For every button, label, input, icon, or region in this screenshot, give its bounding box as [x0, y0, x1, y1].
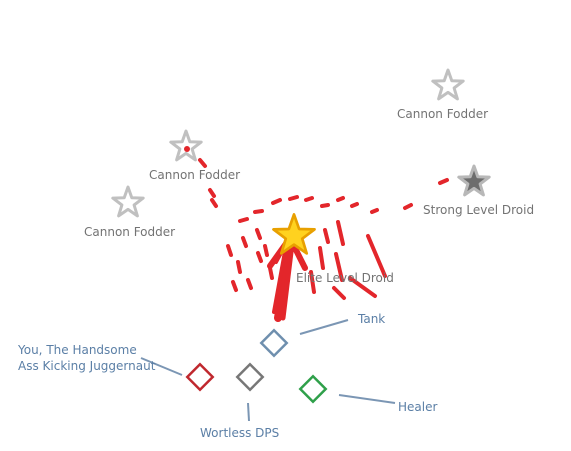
cannon-fodder-label: Cannon Fodder: [84, 225, 176, 239]
cannon-fodder-label: Cannon Fodder: [149, 168, 241, 182]
strong-droid-label: Strong Level Droid: [423, 203, 535, 217]
cannon-fodder-star-icon: [111, 185, 145, 218]
healer-diamond-icon: [298, 374, 328, 404]
cannon-fodder-label: Cannon Fodder: [397, 107, 489, 121]
aggro-scatter: [198, 158, 449, 300]
leader-lines: [140, 319, 396, 422]
strong-droid-star-icon: [457, 164, 491, 197]
player-label-line2: Ass Kicking Juggernaut: [18, 359, 156, 373]
elite-droid-label: Elite Level Droid: [296, 271, 394, 285]
tank-diamond-icon: [259, 328, 289, 358]
dps-label: Wortless DPS: [200, 426, 280, 440]
aggro-dot: [184, 146, 190, 152]
cannon-fodder-star-icon: [431, 68, 465, 101]
player-label-line1: You, The Handsome: [18, 343, 137, 357]
tank-label: Tank: [358, 312, 386, 326]
dps-diamond-icon: [235, 362, 265, 392]
player-diamond-icon: [185, 362, 215, 392]
healer-label: Healer: [398, 400, 438, 414]
cannon-fodder-star-icon: [169, 129, 203, 162]
